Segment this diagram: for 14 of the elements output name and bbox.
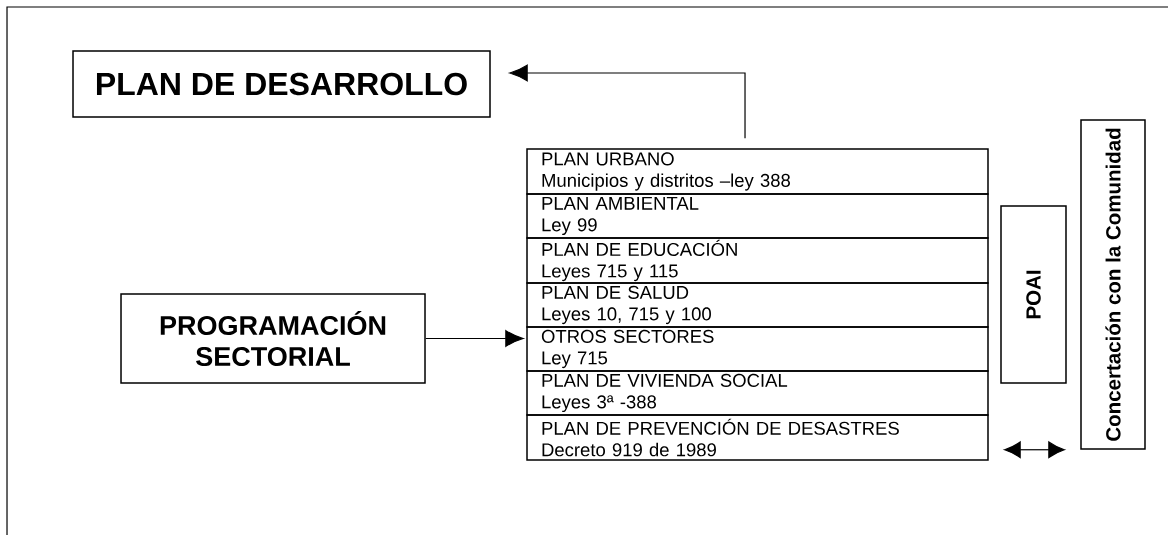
arrow	[509, 64, 746, 139]
arrow	[1004, 441, 1065, 459]
title-box: PLAN DE DESARROLLO	[72, 50, 491, 118]
table-cell: PLAN URBANO Municipios y distritos –ley 388	[526, 148, 989, 195]
arrow	[425, 330, 524, 347]
table-cell: PLAN DE EDUCACIÓN Leyes 715 y 115	[526, 237, 989, 284]
vertical-box: POAI	[1000, 205, 1067, 384]
table-cell: OTROS SECTORES Ley 715	[526, 326, 989, 372]
table-cell: PLAN DE PREVENCIÓN DE DESASTRES Decreto 919 de 1989	[526, 414, 989, 461]
table-cell: PLAN DE VIVIENDA SOCIAL Leyes 3ª -388	[526, 370, 989, 416]
process-box: PROGRAMACIÓN SECTORIAL	[120, 293, 426, 384]
table-cell: PLAN AMBIENTAL Ley 99	[526, 193, 989, 239]
vertical-box: Concertación con la Comunidad	[1080, 119, 1146, 450]
table-cell: PLAN DE SALUD Leyes 10, 715 y 100	[526, 282, 989, 328]
